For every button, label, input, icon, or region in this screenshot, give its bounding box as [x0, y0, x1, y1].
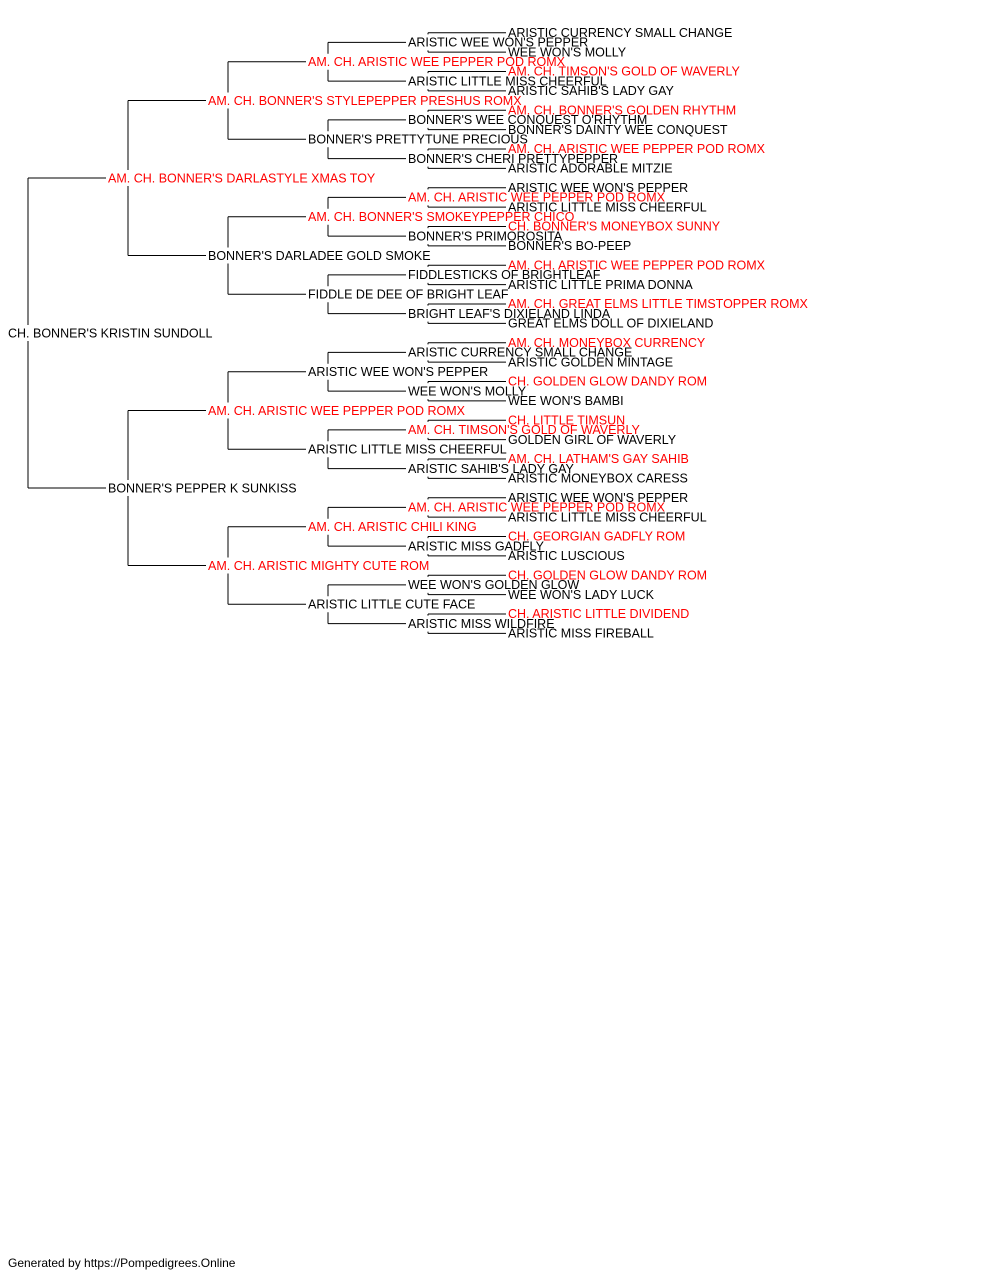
- ancestor-name: BONNER'S PRIMOROSITA: [408, 229, 563, 243]
- ancestor-name: CH. ARISTIC LITTLE DIVIDEND: [508, 607, 689, 621]
- ancestor-name: AM. CH. ARISTIC WEE PEPPER POD ROMX: [508, 142, 766, 156]
- ancestor-name: ARISTIC LUSCIOUS: [508, 549, 625, 563]
- ancestor-name: ARISTIC WEE WON'S PEPPER: [508, 181, 688, 195]
- ancestor-name: ARISTIC WEE WON'S PEPPER: [408, 36, 588, 50]
- ancestor-name: ARISTIC CURRENCY SMALL CHANGE: [408, 346, 632, 360]
- ancestor-name: CH. GEORGIAN GADFLY ROM: [508, 530, 685, 544]
- ancestor-name: WEE WON'S LADY LUCK: [508, 588, 655, 602]
- ancestor-name: AM. CH. ARISTIC WEE PEPPER POD ROMX: [308, 55, 566, 69]
- ancestor-name: ARISTIC GOLDEN MINTAGE: [508, 355, 673, 369]
- ancestor-name: WEE WON'S MOLLY: [408, 384, 527, 398]
- ancestor-name: AM. CH. ARISTIC WEE PEPPER POD ROMX: [408, 191, 666, 205]
- ancestor-name: ARISTIC LITTLE MISS CHEERFUL: [508, 200, 707, 214]
- ancestor-name: WEE WON'S MOLLY: [508, 45, 627, 59]
- ancestor-name: ARISTIC MISS WILDFIRE: [408, 617, 555, 631]
- ancestor-name: BONNER'S CHERI PRETTYPEPPER: [408, 152, 618, 166]
- ancestor-name: AM. CH. BONNER'S SMOKEYPEPPER CHICO: [308, 210, 575, 224]
- ancestor-name: CH. GOLDEN GLOW DANDY ROM: [508, 375, 707, 389]
- ancestor-name: AM. CH. BONNER'S STYLEPEPPER PRESHUS ROM…: [208, 94, 522, 108]
- ancestor-name: CH. LITTLE TIMSUN: [508, 413, 625, 427]
- ancestor-name: ARISTIC LITTLE PRIMA DONNA: [508, 278, 693, 292]
- ancestor-name: ARISTIC WEE WON'S PEPPER: [308, 365, 488, 379]
- ancestor-name: WEE WON'S GOLDEN GLOW: [408, 578, 579, 592]
- ancestor-name: AM. CH. GREAT ELMS LITTLE TIMSTOPPER ROM…: [508, 297, 808, 311]
- ancestor-name: AM. CH. BONNER'S DARLASTYLE XMAS TOY: [108, 171, 376, 185]
- ancestor-name: BONNER'S DARLADEE GOLD SMOKE: [208, 249, 431, 263]
- ancestor-name: ARISTIC LITTLE MISS CHEERFUL: [308, 443, 507, 457]
- ancestor-name: BONNER'S DAINTY WEE CONQUEST: [508, 123, 728, 137]
- ancestor-name: ARISTIC MISS GADFLY: [408, 539, 545, 553]
- ancestor-name: ARISTIC ADORABLE MITZIE: [508, 162, 673, 176]
- ancestor-name: BONNER'S PEPPER K SUNKISS: [108, 481, 297, 495]
- ancestor-name: AM. CH. TIMSON'S GOLD OF WAVERLY: [408, 423, 640, 437]
- ancestor-name: AM. CH. MONEYBOX CURRENCY: [508, 336, 706, 350]
- ancestor-name: AM. CH. ARISTIC CHILI KING: [308, 520, 477, 534]
- ancestor-name: BONNER'S WEE CONQUEST O'RHYTHM: [408, 113, 647, 127]
- ancestor-name: AM. CH. ARISTIC WEE PEPPER POD ROMX: [508, 258, 766, 272]
- ancestor-name: BONNER'S PRETTYTUNE PRECIOUS: [308, 133, 528, 147]
- ancestor-name: CH. BONNER'S MONEYBOX SUNNY: [508, 220, 721, 234]
- ancestor-name: ARISTIC LITTLE CUTE FACE: [308, 598, 475, 612]
- ancestor-name: ARISTIC WEE WON'S PEPPER: [508, 491, 688, 505]
- ancestor-name: GOLDEN GIRL OF WAVERLY: [508, 433, 677, 447]
- pedigree-tree: CH. BONNER'S KRISTIN SUNDOLL AM. CH. BONN…: [8, 26, 808, 641]
- ancestor-name: ARISTIC CURRENCY SMALL CHANGE: [508, 26, 732, 40]
- ancestor-name: ARISTIC SAHIB'S LADY GAY: [508, 84, 675, 98]
- ancestor-name: BRIGHT LEAF'S DIXIELAND LINDA: [408, 307, 611, 321]
- ancestor-name: GREAT ELMS DOLL OF DIXIELAND: [508, 317, 713, 331]
- ancestor-name: ARISTIC MONEYBOX CARESS: [508, 472, 688, 486]
- ancestor-name: AM. CH. ARISTIC WEE PEPPER POD ROMX: [408, 501, 666, 515]
- ancestor-name: FIDDLESTICKS OF BRIGHTLEAF: [408, 268, 601, 282]
- ancestor-name: ARISTIC MISS FIREBALL: [508, 627, 654, 641]
- ancestor-name: FIDDLE DE DEE OF BRIGHT LEAF: [308, 288, 509, 302]
- ancestor-name: CH. GOLDEN GLOW DANDY ROM: [508, 568, 707, 582]
- ancestor-name: AM. CH. ARISTIC MIGHTY CUTE ROM: [208, 559, 429, 573]
- ancestor-name: BONNER'S BO-PEEP: [508, 239, 631, 253]
- ancestor-name: ARISTIC LITTLE MISS CHEERFUL: [508, 510, 707, 524]
- footer-credit: Generated by https://Pompedigrees.Online: [8, 1256, 236, 1270]
- ancestor-name: AM. CH. ARISTIC WEE PEPPER POD ROMX: [208, 404, 466, 418]
- ancestor-name: AM. CH. LATHAM'S GAY SAHIB: [508, 452, 689, 466]
- ancestor-name: ARISTIC SAHIB'S LADY GAY: [408, 462, 575, 476]
- subject-name: CH. BONNER'S KRISTIN SUNDOLL: [8, 326, 213, 340]
- ancestor-name: ARISTIC LITTLE MISS CHEERFUL: [408, 74, 607, 88]
- ancestor-name: WEE WON'S BAMBI: [508, 394, 624, 408]
- pedigree-names: CH. BONNER'S KRISTIN SUNDOLL AM. CH. BONN…: [8, 26, 808, 641]
- ancestor-name: AM. CH. TIMSON'S GOLD OF WAVERLY: [508, 65, 740, 79]
- connector-lines: [27, 32, 506, 634]
- ancestor-name: AM. CH. BONNER'S GOLDEN RHYTHM: [508, 103, 736, 117]
